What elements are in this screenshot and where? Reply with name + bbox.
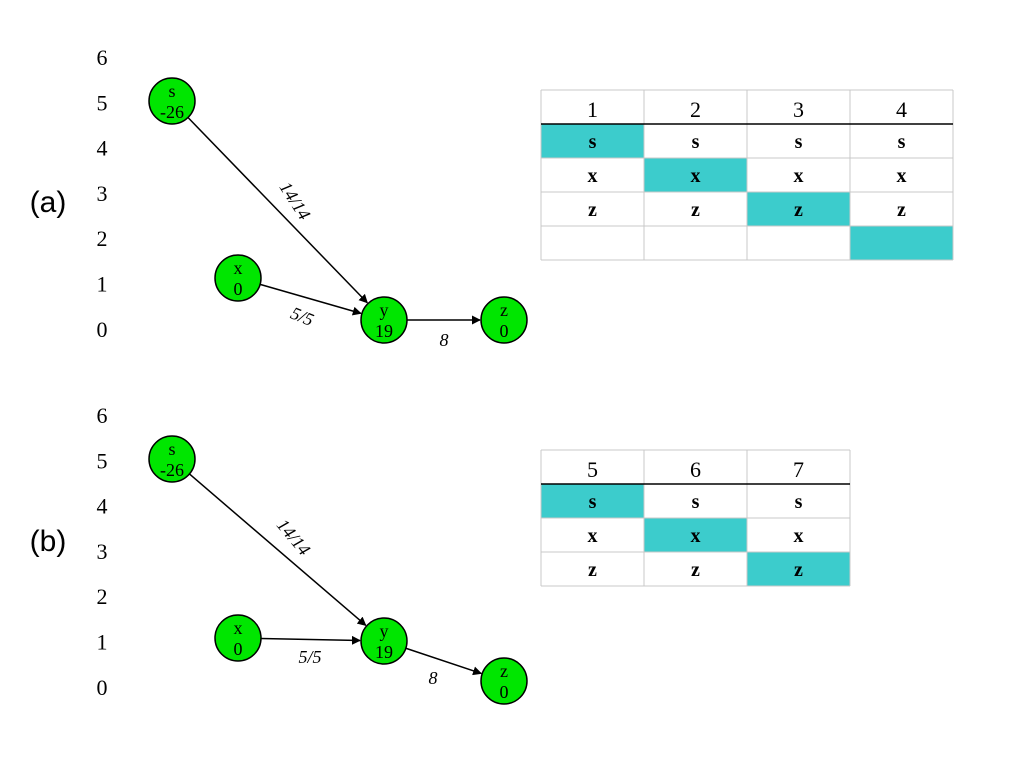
node-value: 19 xyxy=(375,642,393,662)
table-cell: s xyxy=(692,491,700,513)
node-circle xyxy=(480,657,528,705)
y-tick-label: 1 xyxy=(97,630,108,655)
table-cell: s xyxy=(898,131,906,153)
edge-label: 14/14 xyxy=(275,178,314,223)
edge-s-y xyxy=(188,473,367,626)
y-tick-label: 1 xyxy=(97,272,108,297)
highlight-cell xyxy=(644,518,747,552)
table-cell: s xyxy=(589,491,597,513)
node-value: 0 xyxy=(234,279,243,299)
node-name: y xyxy=(380,621,389,641)
edge-label: 8 xyxy=(429,668,438,688)
table-cell: s xyxy=(795,131,803,153)
edge-x-y xyxy=(259,283,362,316)
node-x: x0 xyxy=(214,614,262,662)
y-tick-label: 6 xyxy=(97,45,108,70)
table-cell: s xyxy=(589,131,597,153)
node-name: s xyxy=(168,439,175,459)
table-header: 7 xyxy=(793,457,804,482)
highlight-cell xyxy=(644,158,747,192)
node-value: 0 xyxy=(500,321,509,341)
node-s: s-26 xyxy=(148,77,196,125)
node-circle xyxy=(480,296,528,344)
table-cell: z xyxy=(588,559,597,581)
panel-label: (b) xyxy=(30,525,67,558)
node-name: y xyxy=(380,300,389,320)
table-cell: z xyxy=(794,199,803,221)
table-cell: z xyxy=(588,199,597,221)
y-tick-label: 0 xyxy=(97,317,108,342)
edge-label: 8 xyxy=(440,330,449,350)
table-header: 2 xyxy=(690,97,701,122)
node-value: -26 xyxy=(160,460,184,480)
table-cell: x xyxy=(588,165,598,187)
y-tick-label: 2 xyxy=(97,226,108,251)
table-cell: x xyxy=(794,525,804,547)
node-circle xyxy=(148,435,196,483)
y-tick-label: 4 xyxy=(97,136,108,161)
node-circle xyxy=(214,614,262,662)
table-header: 4 xyxy=(896,97,907,122)
y-tick-label: 2 xyxy=(97,584,108,609)
edge-label: 5/5 xyxy=(288,303,317,330)
edge-s-y xyxy=(187,117,368,304)
table-cell: z xyxy=(897,199,906,221)
highlight-cell xyxy=(850,226,953,260)
node-value: 19 xyxy=(375,321,393,341)
table-cell: x xyxy=(691,525,701,547)
node-name: x xyxy=(234,258,243,278)
node-y: y19 xyxy=(360,617,408,665)
y-tick-label: 5 xyxy=(97,448,108,473)
table-cell: x xyxy=(897,165,907,187)
table-cell: z xyxy=(691,199,700,221)
y-tick-label: 0 xyxy=(97,675,108,700)
table-cell: x xyxy=(691,165,701,187)
highlight-cell xyxy=(747,192,850,226)
node-name: s xyxy=(168,81,175,101)
node-value: 0 xyxy=(500,682,509,702)
y-tick-label: 4 xyxy=(97,494,108,519)
node-value: 0 xyxy=(234,639,243,659)
node-s: s-26 xyxy=(148,435,196,483)
table-header: 1 xyxy=(587,97,598,122)
table-cell: s xyxy=(692,131,700,153)
highlight-cell xyxy=(541,484,644,518)
node-name: z xyxy=(500,661,508,681)
node-circle xyxy=(148,77,196,125)
node-value: -26 xyxy=(160,102,184,122)
node-circle xyxy=(360,617,408,665)
table-header: 6 xyxy=(690,457,701,482)
table-cell: s xyxy=(795,491,803,513)
table-cell: x xyxy=(588,525,598,547)
node-name: x xyxy=(234,618,243,638)
table-header: 5 xyxy=(587,457,598,482)
edge-label: 5/5 xyxy=(298,647,321,667)
node-y: y19 xyxy=(360,296,408,344)
table-cell: z xyxy=(794,559,803,581)
node-x: x0 xyxy=(214,254,262,302)
edge-y-z xyxy=(405,647,483,676)
table-header: 3 xyxy=(793,97,804,122)
node-name: z xyxy=(500,300,508,320)
node-circle xyxy=(360,296,408,344)
y-tick-label: 3 xyxy=(97,539,108,564)
edge-x-y xyxy=(260,635,361,645)
highlight-cell xyxy=(541,124,644,158)
y-tick-label: 3 xyxy=(97,181,108,206)
table-cell: z xyxy=(691,559,700,581)
panel-label: (a) xyxy=(30,186,67,219)
table-cell: x xyxy=(794,165,804,187)
y-tick-label: 6 xyxy=(97,403,108,428)
highlight-cell xyxy=(747,552,850,586)
node-z: z0 xyxy=(480,657,528,705)
node-z: z0 xyxy=(480,296,528,344)
node-circle xyxy=(214,254,262,302)
edge-label: 14/14 xyxy=(273,515,315,559)
y-tick-label: 5 xyxy=(97,90,108,115)
